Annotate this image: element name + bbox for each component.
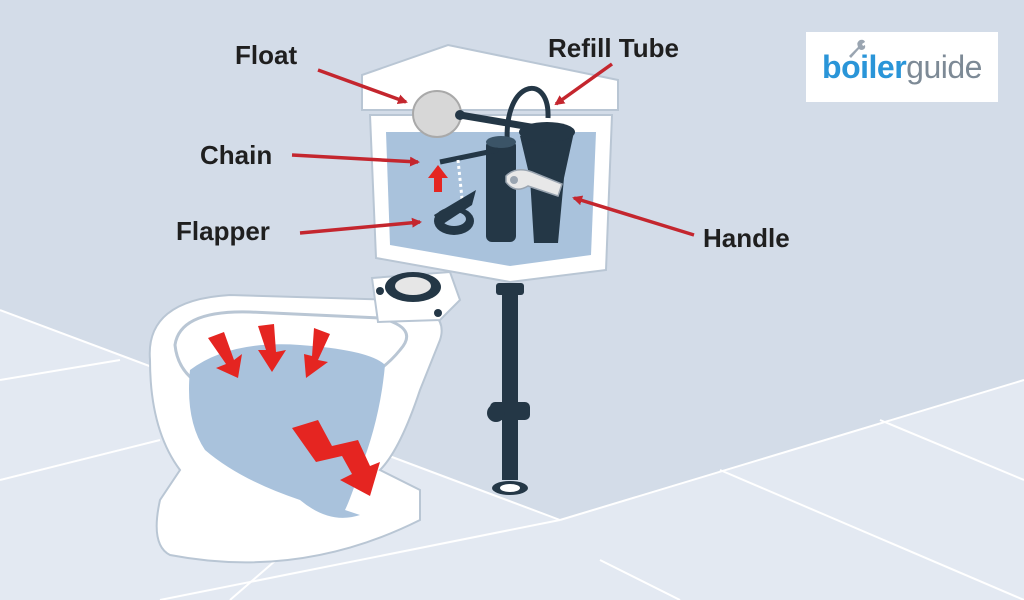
handle-label: Handle — [703, 223, 790, 254]
wrench-icon — [846, 38, 868, 60]
boilerguide-logo: boilerguide — [806, 32, 998, 102]
float-label: Float — [235, 40, 297, 71]
logo-text-guide: guide — [906, 49, 982, 85]
overflow-tube — [486, 140, 516, 242]
flapper-label: Flapper — [176, 216, 270, 247]
chain-label: Chain — [200, 140, 272, 171]
refill-tube-label: Refill Tube — [548, 33, 679, 64]
float-ball — [413, 91, 461, 137]
